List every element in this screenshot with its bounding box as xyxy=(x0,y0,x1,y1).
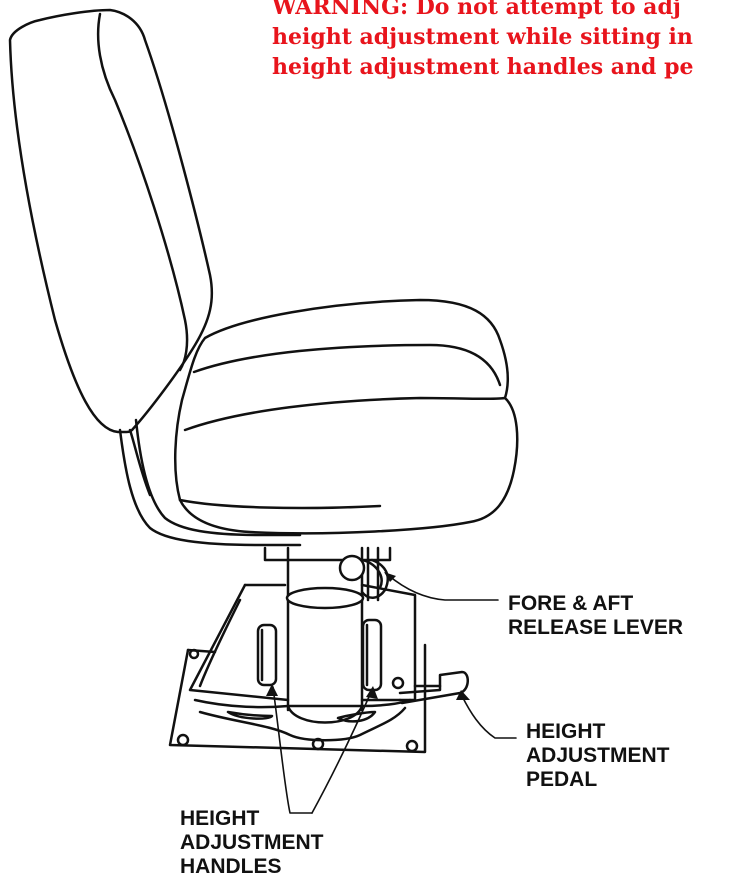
handles-label-line-1: HEIGHT xyxy=(180,807,260,830)
pedal-label-line-3: PEDAL xyxy=(526,768,598,791)
warning-line-3: height adjustment handles and pe xyxy=(272,54,694,80)
handles-label-line-3: HANDLES xyxy=(180,855,282,878)
seat-cushion xyxy=(174,298,519,535)
fore-aft-label-line-2: RELEASE LEVER xyxy=(508,616,684,639)
leader-lines xyxy=(272,574,517,814)
fore-aft-lever xyxy=(338,554,383,590)
fore-aft-label-line-1: FORE & AFT xyxy=(508,592,634,615)
height-handles xyxy=(256,618,383,692)
backrest xyxy=(8,8,214,497)
pedal-label-line-1: HEIGHT xyxy=(526,720,606,743)
height-adjustment-handles-label: HEIGHT ADJUSTMENT HANDLES xyxy=(180,807,324,879)
floor-plate xyxy=(168,643,427,754)
warning-text: WARNING: Do not attempt to adj height ad… xyxy=(272,0,733,82)
fore-aft-release-lever-label: FORE & AFT RELEASE LEVER xyxy=(508,592,683,640)
seat-frame xyxy=(118,418,302,547)
handles-label-line-2: ADJUSTMENT xyxy=(180,831,324,854)
arrowheads xyxy=(266,572,470,700)
pedal-label-line-2: ADJUSTMENT xyxy=(526,744,670,767)
height-adjustment-pedal-label: HEIGHT ADJUSTMENT PEDAL xyxy=(526,720,670,792)
lower-bracket xyxy=(193,698,412,742)
warning-line-2: height adjustment while sitting in xyxy=(272,24,693,50)
warning-line-1: WARNING: Do not attempt to adj xyxy=(272,0,681,20)
